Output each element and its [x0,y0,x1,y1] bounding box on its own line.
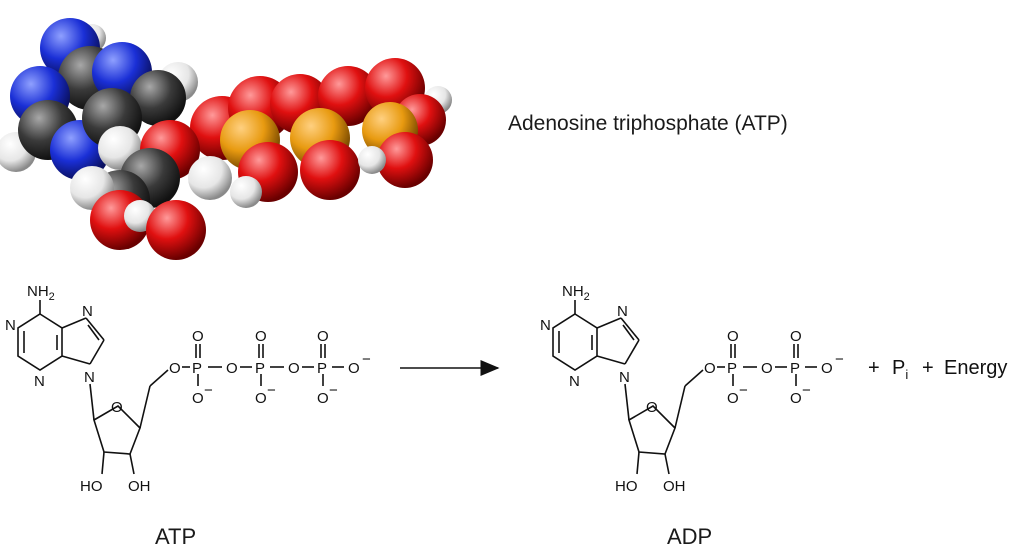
ring-nitrogen-7: N [82,303,93,320]
inorganic-phosphate: Pi [892,357,908,382]
hydroxyl-2: HO [80,478,103,495]
phosphorus-alpha: P [727,360,737,377]
adp-structure: NH2 N N N N O HO OH [540,283,844,495]
phosphorus-alpha: P [192,360,202,377]
bridge-oxygen-5: O [704,360,716,377]
diagram-title: Adenosine triphosphate (ATP) [508,112,788,135]
oxygen-atom [300,140,360,200]
triphosphate-chain [182,344,344,386]
ring-nitrogen-3: N [34,373,45,390]
anion-charge-gamma: − [329,382,338,399]
adp-caption: ADP [667,524,713,549]
terminal-oxygen: O [348,360,360,377]
ring-nitrogen-1: N [5,317,16,334]
ring-nitrogen-9: N [619,369,630,386]
ribose-oxygen: O [111,399,123,416]
ring-nitrogen-3: N [569,373,580,390]
amine-label: NH2 [27,283,55,303]
bridge-oxygen-ab: O [226,360,238,377]
amine-label: NH2 [562,283,590,303]
oxygen-atom [146,200,206,260]
phosphorus-beta: P [255,360,265,377]
bridge-oxygen-bg: O [288,360,300,377]
plus-sign-1: + [868,357,880,379]
oxo-oxygen-alpha: O [192,328,204,345]
carbon-atom [130,70,186,126]
oxo-oxygen-gamma: O [317,328,329,345]
anion-charge-beta: − [267,382,276,399]
reaction-products: + Pi + Energy [868,357,1007,382]
ring-nitrogen-7: N [617,303,628,320]
oxo-oxygen-alpha: O [727,328,739,345]
hydrogen-atom [358,146,386,174]
terminal-charge: − [362,351,371,368]
hydrogen-atom [188,156,232,200]
space-filling-model [0,18,452,260]
ring-nitrogen-9: N [84,369,95,386]
anion-charge-alpha: − [739,382,748,399]
plus-sign-2: + [922,357,934,379]
atp-structure: NH2 N N N N O HO OH [5,283,371,495]
anion-charge-beta: − [802,382,811,399]
ribose-oxygen: O [646,399,658,416]
oxo-oxygen-beta: O [790,328,802,345]
energy-label: Energy [944,357,1007,379]
atp-caption: ATP [155,524,197,549]
diphosphate-chain [717,344,817,386]
anion-oxygen-gamma: O [317,390,329,407]
terminal-oxygen: O [821,360,833,377]
anion-oxygen-beta: O [790,390,802,407]
anion-charge-alpha: − [204,382,213,399]
adenine-ring [552,300,640,371]
anion-oxygen-alpha: O [727,390,739,407]
phosphorus-gamma: P [317,360,327,377]
oxygen-atom [377,132,433,188]
ring-nitrogen-1: N [540,317,551,334]
bridge-oxygen-5: O [169,360,181,377]
terminal-charge: − [835,351,844,368]
adenine-ring [17,300,105,371]
ribose-ring [624,369,704,475]
hydroxyl-3: OH [663,478,686,495]
phosphorus-beta: P [790,360,800,377]
anion-oxygen-alpha: O [192,390,204,407]
anion-oxygen-beta: O [255,390,267,407]
bridge-oxygen-ab: O [761,360,773,377]
oxo-oxygen-beta: O [255,328,267,345]
ribose-ring [89,369,169,475]
hydroxyl-3: OH [128,478,151,495]
hydrogen-atom [230,176,262,208]
hydroxyl-2: HO [615,478,638,495]
